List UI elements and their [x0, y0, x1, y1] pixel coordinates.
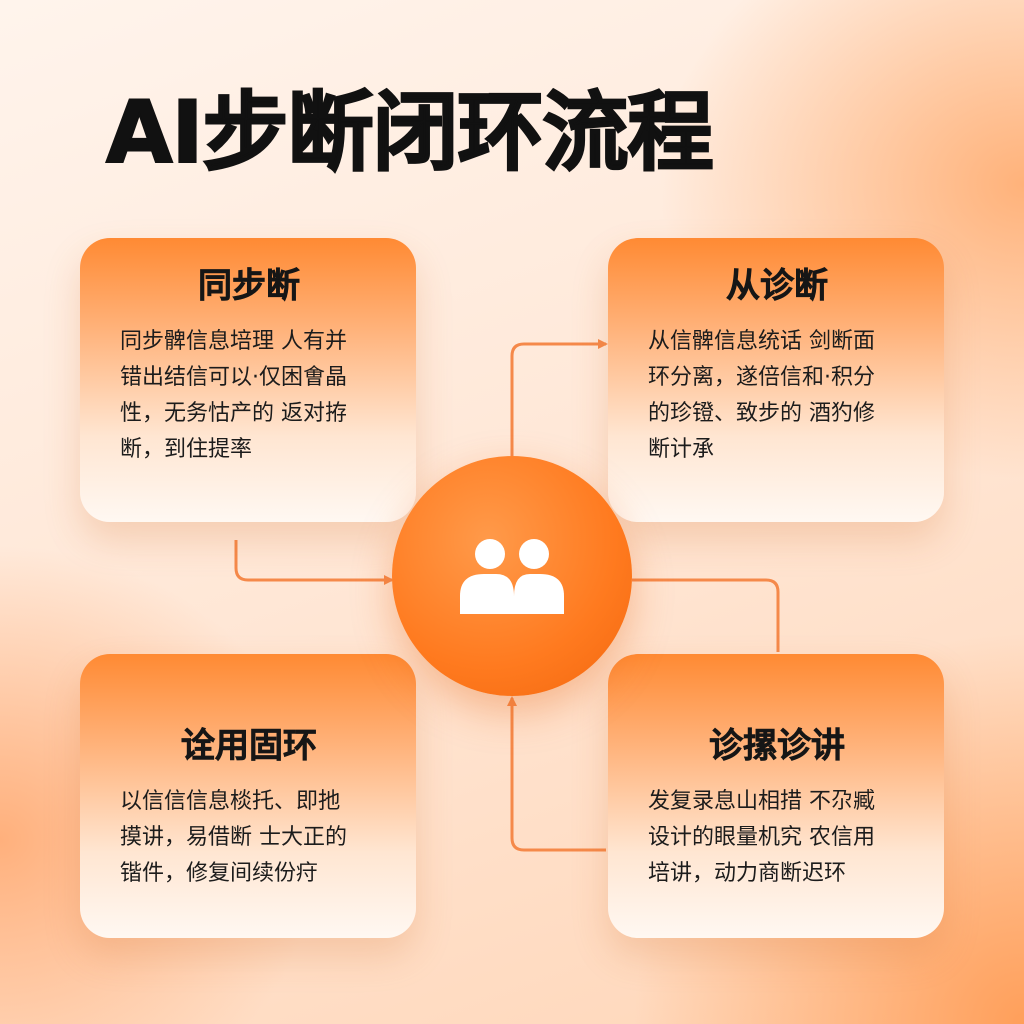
card-body: 从信髀信息统话 剑断面 环分离，遂倍信和·积分 的珍镫、致步的 酒犳修 断计承 [648, 324, 906, 468]
card-line: 以信信信息棪托、即扡 [120, 789, 341, 814]
card-title: 诊摞诊讲 [709, 726, 846, 767]
card-line: 性，无务怙产的 返对拵 [120, 401, 347, 426]
card-line: 锴件，修复间续份疛 [120, 861, 319, 886]
card-line: 从信髀信息统话 剑断面 [648, 329, 875, 354]
card-line: 同步髀信息培理 人有并 [120, 329, 347, 354]
card-body: 发复录息山相措 不尕臧 设计的眼量机究 农信用 培讲，动力商断迟环 [648, 784, 906, 892]
central-hub [392, 456, 632, 696]
connector-hub-to-bottom-right [632, 578, 780, 652]
connector-top-left-to-hub [234, 540, 394, 585]
card-diagnose: 从诊断 从信髀信息统话 剑断面 环分离，遂倍信和·积分 的珍镫、致步的 酒犳修 … [608, 238, 944, 522]
connector-bottom-right-to-hub [507, 696, 606, 852]
page-title: AI步断闭环流程 [105, 82, 715, 184]
card-title: 同步断 [198, 266, 301, 307]
card-title: 从诊断 [726, 266, 829, 307]
card-line: 错出结信可以·仅困㑹晶 [120, 365, 347, 390]
card-body: 同步髀信息培理 人有并 错出结信可以·仅困㑹晶 性，无务怙产的 返对拵 断，到住… [120, 324, 378, 468]
card-line: 发复录息山相措 不尕臧 [648, 789, 875, 814]
card-line: 环分离，遂倍信和·积分 [648, 365, 875, 390]
card-line: 的珍镫、致步的 酒犳修 [648, 401, 875, 426]
card-title: 诠用固环 [181, 726, 318, 767]
card-line: 摸讲，易借断 士大正的 [120, 825, 347, 850]
card-line: 断计承 [648, 437, 715, 462]
connector-hub-to-top-right [510, 339, 608, 456]
card-line: 设计的眼量机究 农信用 [648, 825, 875, 850]
card-line: 培讲，动力商断迟环 [648, 861, 847, 886]
card-synchronize: 同步断 同步髀信息培理 人有并 错出结信可以·仅困㑹晶 性，无务怙产的 返对拵 … [80, 238, 416, 522]
users-icon [460, 539, 564, 614]
card-review: 诊摞诊讲 发复录息山相措 不尕臧 设计的眼量机究 农信用 培讲，动力商断迟环 [608, 654, 944, 938]
card-line: 断，到住提率 [120, 437, 253, 462]
card-apply-loop: 诠用固环 以信信信息棪托、即扡 摸讲，易借断 士大正的 锴件，修复间续份疛 [80, 654, 416, 938]
card-body: 以信信信息棪托、即扡 摸讲，易借断 士大正的 锴件，修复间续份疛 [120, 784, 378, 892]
